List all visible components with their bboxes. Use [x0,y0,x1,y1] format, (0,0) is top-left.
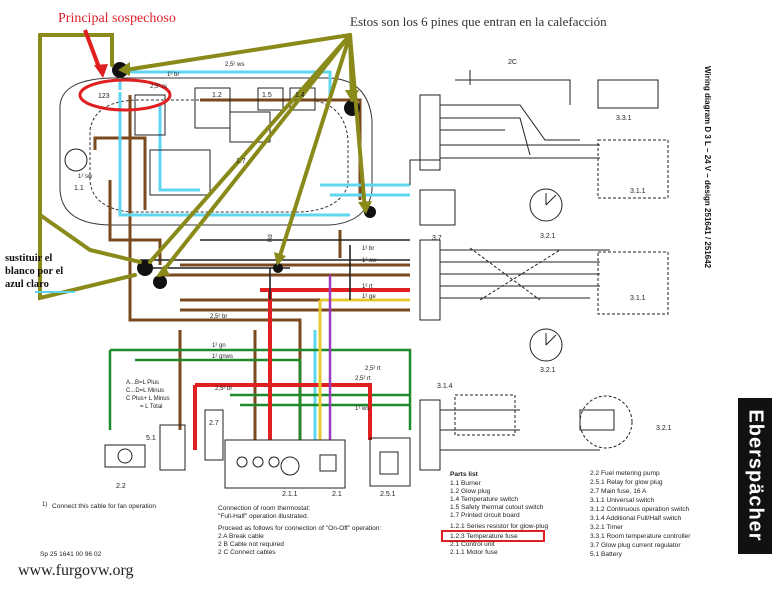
document-code: Sp 25 1641 00 96 02 [40,551,102,558]
brand-name: Eberspächer [744,409,767,542]
temperature-fuse-highlight [441,530,545,542]
wire-label-15: 1² sw [78,174,93,180]
label-2-1-1: 2.1.1 [282,491,298,498]
label-3-3-1: 3.3.1 [616,115,632,122]
label-5-1: 5.1 [146,435,156,442]
replace-note-line-3: azul claro [5,279,49,290]
annotation-arrowheads [118,62,372,277]
label-2-7: 2.7 [209,420,219,427]
label-3-1-1-b: 3.1.1 [630,295,646,302]
label-3-2-1-b: 3.2.1 [540,367,556,374]
thermo-note-6: 2 C Connect cables [218,549,276,556]
thermo-note-4: 2 A Break cable [218,533,264,540]
footer-url: www.furgovw.org [18,562,134,579]
legend-line-1: A...B=L Plus [126,380,159,386]
label-2-2: 2.2 [116,483,126,490]
parts-item: 3.1.1 Universal switch [590,497,654,504]
wire-label-10: 1² sw [362,258,377,264]
wire-label-3: 2,5² rs [150,84,167,90]
replace-wire-note: sustituir el blanco por el azul claro [5,252,85,291]
thermo-note-5: 2 B Cable not required [218,541,284,548]
parts-item: 1.5 Safety thermal cutout switch [450,504,544,511]
parts-item: 1.1 Burner [450,480,482,487]
housing-components [64,87,456,226]
wire-label-16: Rd [268,234,274,242]
parts-item: 1.7 Printed circuit board [450,512,520,519]
wire-label-14: 1² br [362,246,374,252]
label-3-1-4: 3.1.4 [437,383,453,390]
junction-dots [112,62,376,289]
parts-item: 1.2 Glow plug [450,488,491,495]
thermo-note-1: Connection of room thermostat: [218,505,311,512]
wire-label-8: 2,5² rt [355,376,371,382]
parts-item: 2.2 Fuel metering pump [590,470,660,477]
suspect-marker [78,29,172,112]
label-1-4: 1.4 [295,92,305,99]
wire-yellow [318,298,410,440]
parts-item: 2.1.1 Motor fuse [450,549,498,556]
label-2-1: 2.1 [332,491,342,498]
label-3-2-1-c: 3.2.1 [656,425,672,432]
bottom-components [104,409,411,489]
replace-note-line-1: sustituir el [5,253,53,264]
parts-item: 2.5.1 Relay for glow plug [590,479,663,486]
fan-note: Connect this cable for fan operation [52,503,156,510]
diagram-title: Wiring diagram D 3 L – 24 V – design 251… [703,66,712,269]
label-1-7: 1.7 [236,158,246,165]
right-schematic [409,70,669,471]
suspect-label: Principal sospechoso [58,11,176,26]
wire-label-6: 1² gnws [212,354,233,360]
parts-heading: Parts list [450,471,479,478]
wire-green [108,348,412,440]
brand-logo: Eberspächer [738,398,772,554]
wire-label-7: 1² ws [355,406,369,412]
parts-item: 3.3.1 Room temperature controller [590,533,691,540]
label-2c: 2C [508,59,517,66]
wire-label-13: 2,5² rt [365,366,381,372]
label-3-7: 3.7 [432,235,442,242]
label-1-5: 1.5 [262,92,272,99]
parts-item: 1.4 Temperature switch [450,496,518,503]
parts-item: 2.1 Control unit [450,541,495,548]
parts-item: 3.1.2 Continuous operation switch [590,506,690,513]
pins-label: Estos son los 6 pines que entran en la c… [350,14,607,29]
label-123: 123 [98,93,110,100]
parts-col-2: 2.2 Fuel metering pump 2.5.1 Relay for g… [590,470,691,558]
wire-label-9: 1² ge [362,294,376,300]
replace-note-line-2: blanco por el [5,266,64,277]
parts-col-1: 1.1 Burner 1.2 Glow plug 1.4 Temperature… [450,480,549,556]
label-2-5-1: 2.5.1 [380,491,396,498]
parts-item: 3.7 Glow plug current regulator [590,542,681,549]
legend-line-2: C...D=L Minus [126,388,164,394]
wire-black [140,239,410,300]
wire-label-12: 2,5² br [215,386,232,392]
thermo-note-3: Proceed as follows for connection of "On… [218,525,381,532]
label-3-2-1-a: 3.2.1 [540,233,556,240]
wire-label-11: 1² rt [362,284,373,290]
wire-red [193,288,410,450]
wire-label-2: 1² br [167,72,179,78]
parts-item: 3.1.4 Additional Full/Half switch [590,515,682,522]
label-1-1: 1.1 [74,185,84,192]
fan-note-mark: 1) [42,502,47,508]
label-3-1-1-a: 3.1.1 [630,188,646,195]
parts-item: 1.2.1 Series resistor for glow-plug [450,523,549,530]
parts-item: 2.7 Main fuse, 16 A [590,488,647,495]
wire-label-5: 1² gn [212,343,226,349]
annotation-arrows [38,33,367,301]
parts-item: 3.2.1 Timer [590,524,624,531]
thermo-note-2: "Full-Half" operation illustrated. [218,513,309,520]
parts-item: 5.1 Battery [590,551,623,558]
wire-label-4: 2,5² br [210,314,227,320]
legend-line-4: = L Total [140,404,163,410]
parts-item: 1.2.3 Temperature fuse [450,533,518,540]
legend-line-3: C Plus+ L Minus [126,396,170,402]
wire-label-1: 2,5² ws [225,62,244,68]
label-1-2: 1.2 [212,92,222,99]
